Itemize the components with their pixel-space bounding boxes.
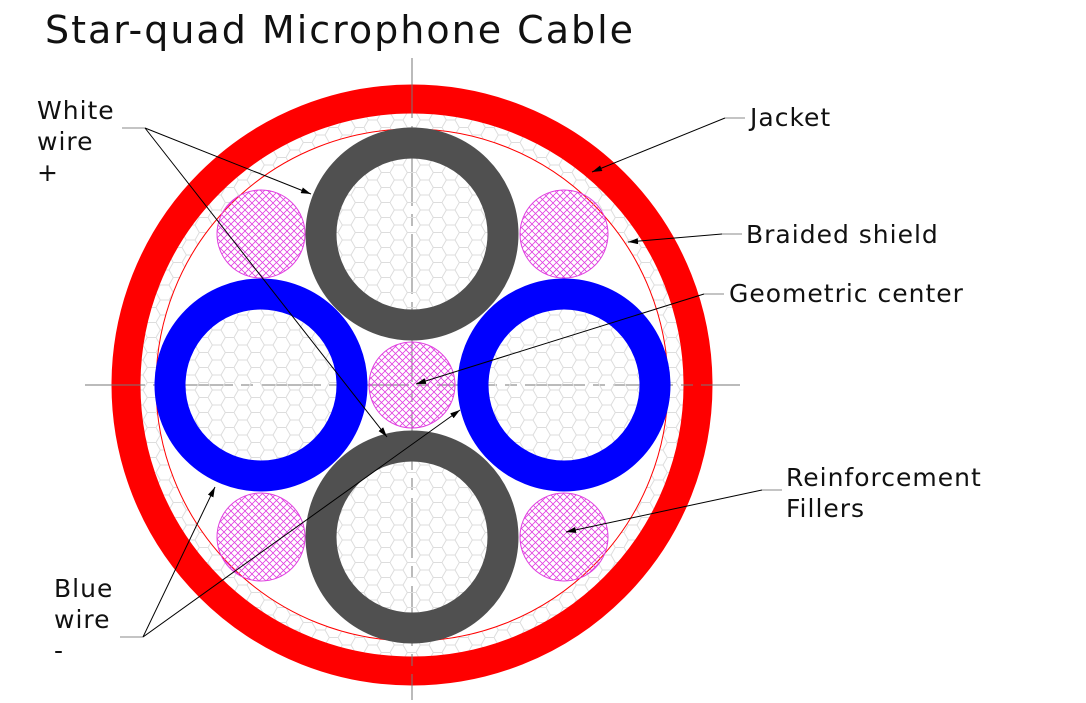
geometric-center-label: Geometric center	[729, 279, 964, 308]
blue-wire-polarity: -	[54, 636, 65, 665]
white-wire-polarity: +	[37, 158, 59, 187]
white-wire-bottom	[305, 430, 519, 644]
blue-wire-label-line1: Blue	[54, 574, 114, 603]
blue-wire-left	[154, 278, 368, 492]
fillers-label-line2: Fillers	[786, 494, 866, 523]
white-wire-label-line1: White	[37, 96, 115, 125]
reinforcement-fillers	[216, 189, 609, 582]
fillers-label-line1: Reinforcement	[786, 463, 982, 492]
filler-top-right	[519, 189, 609, 279]
diagram-title: Star-quad Microphone Cable	[45, 8, 636, 52]
filler-bottom-right	[519, 492, 609, 582]
blue-wire-right	[457, 278, 671, 492]
white-wire-label-line2: wire	[37, 127, 94, 156]
filler-center	[368, 341, 456, 429]
braided-shield-label: Braided shield	[746, 220, 939, 249]
leader-lines	[120, 117, 782, 638]
blue-wire-label-line2: wire	[54, 605, 111, 634]
white-wire-top	[305, 127, 519, 341]
jacket-label: Jacket	[750, 103, 832, 132]
filler-bottom-left	[216, 492, 306, 582]
filler-top-left	[216, 189, 306, 279]
